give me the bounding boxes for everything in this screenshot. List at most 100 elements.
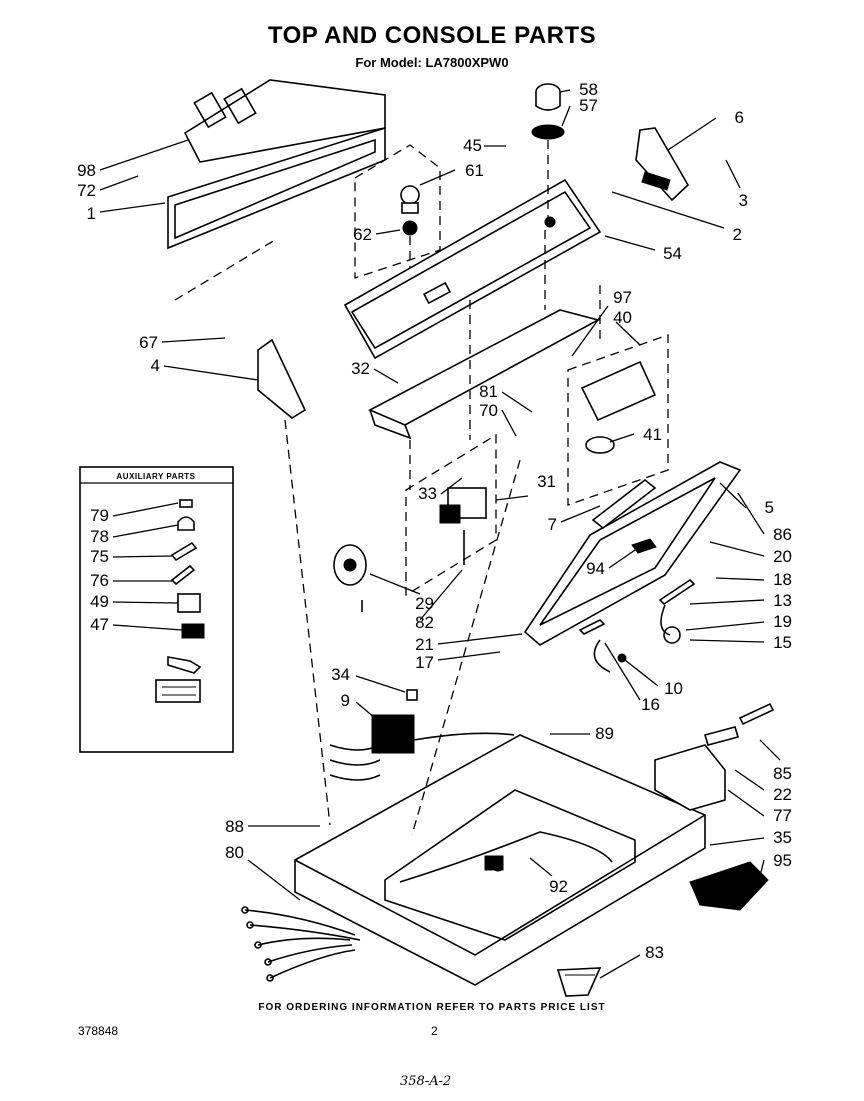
- aux-part-47: [155, 679, 201, 703]
- callout-85: 85: [773, 764, 792, 783]
- callout-76: 76: [90, 571, 109, 590]
- leader-line-54: [604, 235, 656, 251]
- leader-line-3: [725, 159, 741, 189]
- callout-86: 86: [773, 525, 792, 544]
- leader-line-78: [112, 524, 179, 538]
- leader-line-77: [727, 789, 765, 817]
- leader-line-21: [437, 633, 523, 645]
- callout-70: 70: [479, 401, 498, 420]
- callout-61: 61: [465, 161, 484, 180]
- callout-89: 89: [595, 724, 614, 743]
- leader-line-86: [737, 492, 765, 535]
- leader-line-80: [247, 859, 301, 901]
- callout-94: 94: [586, 559, 605, 578]
- leader-line-5: [719, 482, 747, 509]
- callout-22: 22: [773, 785, 792, 804]
- aux-part-78: [170, 564, 196, 586]
- callout-88: 88: [225, 817, 244, 836]
- lid-switch-housing-85: [654, 702, 775, 811]
- callout-72: 72: [77, 181, 96, 200]
- bleach-cup-80: [556, 967, 602, 997]
- leader-line-34: [355, 675, 406, 693]
- callout-7: 7: [548, 515, 557, 534]
- leader-line-62: [375, 229, 401, 235]
- leader-line-79: [112, 502, 179, 517]
- leader-line-15: [689, 639, 765, 643]
- aux-part-92: [179, 499, 193, 508]
- switch-group-31: [405, 433, 497, 597]
- handwritten-note: 358-A-2: [400, 1074, 452, 1089]
- assembly-guide-lines: [174, 230, 601, 836]
- callout-78: 78: [90, 527, 109, 546]
- leader-line-33: [440, 477, 463, 495]
- callout-29: 29: [415, 594, 434, 613]
- leader-line-31: [495, 495, 529, 501]
- leader-line-18: [715, 577, 765, 581]
- callout-40: 40: [613, 308, 632, 327]
- callout-54: 54: [663, 244, 682, 263]
- callout-77: 77: [773, 806, 792, 825]
- auxiliary-parts-box: AUXILIARY PARTS: [79, 466, 234, 753]
- callout-67: 67: [139, 333, 158, 352]
- leader-line-70: [501, 409, 517, 437]
- aux-part-76: [181, 623, 205, 639]
- leader-line-47: [112, 624, 183, 631]
- leader-line-57: [561, 105, 571, 127]
- aux-part-83: [177, 516, 195, 531]
- callout-47: 47: [90, 615, 109, 634]
- page-title: TOP AND CONSOLE PARTS: [267, 22, 597, 49]
- callout-20: 20: [773, 547, 792, 566]
- leader-line-97: [571, 305, 609, 357]
- callout-6: 6: [735, 108, 744, 127]
- leader-line-94: [608, 547, 639, 569]
- callout-2: 2: [733, 225, 742, 244]
- leader-line-29: [369, 573, 421, 595]
- callout-79: 79: [90, 506, 109, 525]
- callout-80: 80: [225, 843, 244, 862]
- leader-line-75: [112, 555, 173, 558]
- callout-10: 10: [664, 679, 683, 698]
- leader-line-1: [99, 202, 166, 213]
- terminal-block-34: [329, 689, 515, 781]
- callout-58: 58: [579, 80, 598, 99]
- leader-line-19: [685, 621, 765, 631]
- callout-5: 5: [765, 498, 774, 517]
- ordering-note: FOR ORDERING INFORMATION REFER TO PARTS …: [258, 1002, 606, 1013]
- callout-21: 21: [415, 635, 434, 654]
- callout-82: 82: [415, 613, 434, 632]
- washer-top-panel: [294, 734, 706, 986]
- callout-83: 83: [645, 943, 664, 962]
- callout-92: 92: [549, 877, 568, 896]
- callout-32: 32: [351, 359, 370, 378]
- leader-line-10: [624, 659, 659, 687]
- leader-line-81: [501, 391, 533, 413]
- callout-13: 13: [773, 591, 792, 610]
- callout-4: 4: [151, 356, 160, 375]
- console-back-panel: [167, 79, 386, 250]
- pressure-switch-29: [333, 544, 367, 612]
- leader-line-83: [599, 954, 641, 979]
- leader-line-32: [373, 368, 399, 384]
- leader-line-67: [161, 337, 226, 343]
- leader-line-40: [615, 321, 641, 346]
- callout-97: 97: [613, 288, 632, 307]
- leader-line-22: [734, 769, 765, 791]
- leader-line-49: [112, 601, 179, 604]
- aux-part-79: [170, 541, 198, 562]
- callout-17: 17: [415, 653, 434, 672]
- leader-line-4: [163, 365, 259, 381]
- leader-line-61: [419, 169, 456, 186]
- timer-group-40: [567, 334, 669, 506]
- leader-line-41: [609, 433, 635, 443]
- console-housing: [343, 178, 602, 360]
- lid-assembly: [523, 461, 742, 646]
- end-cap-6: [635, 127, 690, 202]
- callout-16: 16: [641, 695, 660, 714]
- leader-line-9: [355, 701, 376, 719]
- callout-45: 45: [463, 136, 482, 155]
- callout-41: 41: [643, 425, 662, 444]
- callout-81: 81: [479, 382, 498, 401]
- callout-34: 34: [331, 665, 350, 684]
